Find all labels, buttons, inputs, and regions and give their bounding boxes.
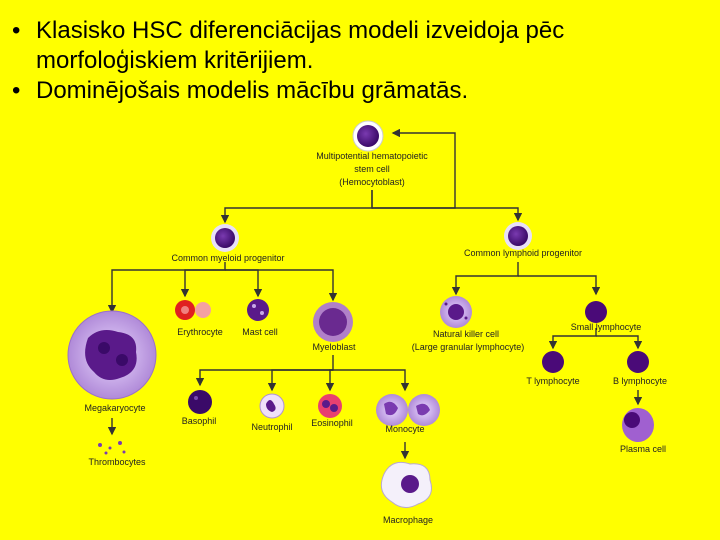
mast-cell [247, 299, 269, 321]
thrombocytes-cells [98, 441, 126, 455]
bullet-item: • Klasisko HSC diferenciācijas modeli izv… [10, 16, 710, 76]
nk-cell [440, 296, 472, 328]
label-thrombocytes: Thrombocytes [88, 457, 146, 467]
megakaryocyte-cell [67, 310, 157, 400]
bullet-list: • Klasisko HSC diferenciācijas modeli izv… [10, 16, 710, 106]
myeloid-progenitor-cell [211, 224, 239, 252]
label-stem-cell-line1: Multipotential hematopoietic [316, 151, 428, 161]
label-plasma-cell: Plasma cell [620, 444, 666, 454]
macrophage-cell [380, 461, 432, 508]
bullet-dot: • [12, 17, 21, 44]
diagram-labels: Multipotential hematopoietic stem cell (… [84, 151, 667, 525]
label-megakaryocyte: Megakaryocyte [84, 403, 145, 413]
connector-lines [107, 128, 643, 460]
label-nk-cell-line2: (Large granular lymphocyte) [412, 342, 525, 352]
label-myeloblast: Myeloblast [312, 342, 356, 352]
label-neutrophil: Neutrophil [251, 422, 292, 432]
label-myeloid-progenitor: Common myeloid progenitor [171, 253, 284, 263]
bullet-text: Klasisko HSC diferenciācijas modeli izve… [36, 17, 565, 74]
small-lymphocyte-cell [585, 301, 607, 323]
bullet-text: Dominējošais modelis mācību grāmatās. [36, 77, 469, 104]
label-lymphoid-progenitor: Common lymphoid progenitor [464, 248, 582, 258]
label-monocyte: Monocyte [385, 424, 424, 434]
myeloblast-cell [313, 302, 353, 342]
plasma-cell [622, 408, 654, 442]
lymphoid-progenitor-cell [504, 222, 532, 250]
eosinophil-cell [318, 394, 342, 418]
bullet-dot: • [12, 77, 21, 104]
label-stem-cell-line3: (Hemocytoblast) [339, 177, 405, 187]
label-erythrocyte: Erythrocyte [177, 327, 223, 337]
erythrocyte-cell [175, 300, 211, 320]
label-t-lymphocyte: T lymphocyte [526, 376, 579, 386]
basophil-cell [188, 390, 212, 414]
label-macrophage: Macrophage [383, 515, 433, 525]
label-stem-cell-line2: stem cell [354, 164, 390, 174]
t-lymphocyte-cell [542, 351, 564, 373]
b-lymphocyte-cell [627, 351, 649, 373]
label-eosinophil: Eosinophil [311, 418, 353, 428]
label-basophil: Basophil [182, 416, 217, 426]
label-b-lymphocyte: B lymphocyte [613, 376, 667, 386]
monocyte-cell [376, 394, 440, 426]
label-mast-cell: Mast cell [242, 327, 278, 337]
stem-cell [352, 120, 384, 152]
label-small-lymphocyte: Small lymphocyte [571, 322, 642, 332]
bullet-item: • Dominējošais modelis mācību grāmatās. [10, 76, 710, 106]
neutrophil-cell [259, 393, 285, 419]
label-nk-cell-line1: Natural killer cell [433, 329, 499, 339]
